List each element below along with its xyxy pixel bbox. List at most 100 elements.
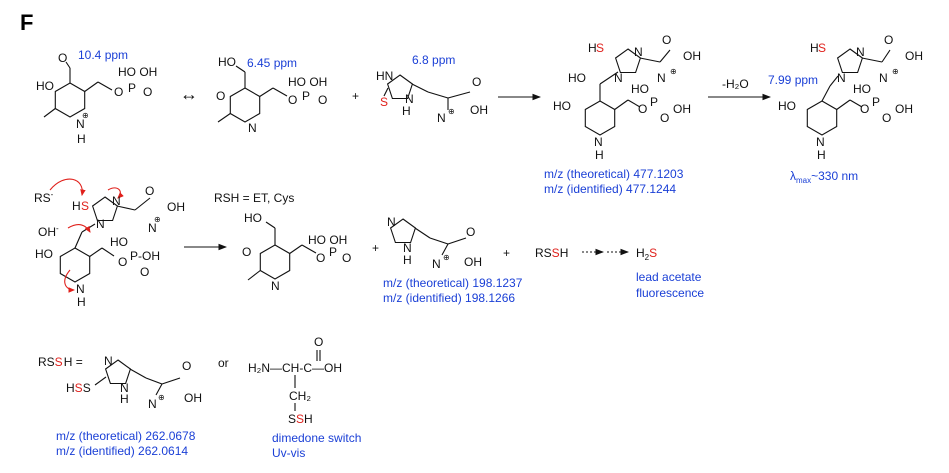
atom-label: N (148, 221, 157, 235)
sulfur-label: S (596, 41, 604, 55)
atom-label: O (288, 93, 297, 107)
charge-label: ⊕ (154, 215, 161, 224)
imine-structure: H S N O OH 7.99 ppm N N ⊕ HO HO O P OH O… (768, 33, 923, 185)
atom-label: H (817, 148, 826, 162)
plp-enol-ppm: 6.45 ppm (247, 56, 297, 70)
resonance-arrow: ↔ (180, 84, 198, 104)
atom-label: N (148, 397, 157, 411)
atom-label: HO (36, 79, 54, 93)
atom-label: N (96, 217, 105, 231)
atom-label: N (248, 121, 257, 135)
atom-label: HO (110, 235, 128, 249)
atom-label: P (128, 81, 136, 95)
pl-enol-product: HO O N HO OH O P O (242, 211, 351, 293)
atom-label: N (634, 45, 643, 59)
atom-label: H (120, 392, 129, 406)
atom-label: P (329, 245, 337, 259)
atom-label: -OH (138, 249, 160, 263)
ergothioneine-structure: HN 6.8 ppm S N H N ⊕ O OH (376, 53, 488, 125)
atom-label: OH (167, 200, 185, 214)
atom-label: HO (568, 71, 586, 85)
atom-label: HO (631, 82, 649, 96)
atom-label: N (816, 135, 825, 149)
atom-label: N (76, 282, 85, 296)
panel-label: F (20, 10, 33, 35)
atom-label: OH (905, 49, 923, 63)
atom-label: P (130, 249, 138, 263)
adduct-structure: H S N O OH HO N N ⊕ HO HO O P OH O N H m… (544, 33, 701, 196)
atom-label: O (140, 265, 149, 279)
atom-label: O (466, 225, 475, 239)
atom-label: OH (184, 391, 202, 405)
uv-vis-label: Uv-vis (272, 446, 305, 460)
hercynine-mz-theoretical: m/z (theoretical) 198.1237 (383, 276, 523, 290)
atom-label: HSS (66, 381, 91, 395)
atom-label: N (112, 194, 121, 208)
atom-label: P (872, 95, 880, 109)
atom-label: HO (35, 247, 53, 261)
atom-label: O (143, 85, 152, 99)
atom-label: N (432, 257, 441, 271)
plus-sign: + (352, 89, 359, 103)
rssh-definition-label: RSSH = (38, 355, 83, 369)
persulfide-mz-identified: m/z (identified) 262.0614 (56, 444, 188, 458)
adduct-mz-identified: m/z (identified) 477.1244 (544, 182, 676, 196)
atom-label: HN (376, 69, 393, 83)
atom-label: O (882, 111, 891, 125)
atom-label: OH (464, 255, 482, 269)
atom-label: SSH (288, 412, 313, 426)
atom-label: OH (895, 102, 913, 116)
atom-label: N (104, 354, 113, 368)
atom-label: N (120, 381, 129, 395)
h2s-label: H2S (636, 246, 657, 262)
atom-label: N (657, 71, 666, 85)
charge-label: ⊕ (82, 111, 89, 120)
atom-label: OH (683, 49, 701, 63)
atom-label: N (271, 279, 280, 293)
sulfur-label: S (380, 95, 388, 109)
atom-label: N (837, 71, 846, 85)
atom-label: N (387, 215, 396, 229)
atom-label: O (242, 245, 251, 259)
cysteine-persulfide-structure: H₂N—CH-C—OH O CH₂ SSH dimedone switch Uv… (248, 335, 361, 460)
atom-label: HO OH (118, 65, 157, 79)
hercynine-mz-identified: m/z (identified) 198.1266 (383, 291, 515, 305)
atom-label: O (114, 85, 123, 99)
atom-label: O (145, 184, 154, 198)
atom-label: H (595, 148, 604, 162)
atom-label: OH (673, 102, 691, 116)
detection-fluorescence: fluorescence (636, 286, 704, 300)
atom-label: HO OH (288, 75, 327, 89)
atom-label: HO (853, 82, 871, 96)
imine-lambda-max: λmax~330 nm (790, 169, 858, 185)
atom-label: OH- (38, 224, 59, 239)
plus-sign: + (503, 246, 510, 260)
atom-label: P (302, 89, 310, 103)
dehydration-label: -H₂O (722, 77, 749, 91)
atom-label: H₂N—CH-C—OH (248, 361, 342, 375)
sulfur-label: S (81, 199, 89, 213)
rssh-label: RSSH (535, 246, 568, 260)
atom-label: N (879, 71, 888, 85)
atom-label: HO (553, 99, 571, 113)
mechanism-structure: RS- H S OH- N N O OH N ⊕ HO HO O P -OH O… (34, 178, 185, 309)
persulfide-mz-theoretical: m/z (theoretical) 262.0678 (56, 429, 196, 443)
plp-structure: O 10.4 ppm HO HO OH O P O N ⊕ H (36, 48, 157, 146)
atom-label: N (76, 117, 85, 131)
or-label: or (218, 356, 229, 370)
hercynine-structure: N N H N ⊕ O OH m/z (theoretical) 198.123… (383, 215, 523, 305)
charge-label: ⊕ (448, 107, 455, 116)
atom-label: N (614, 71, 623, 85)
atom-label: HO OH (308, 233, 347, 247)
imine-ppm: 7.99 ppm (768, 73, 818, 87)
detection-lead-acetate: lead acetate (636, 270, 702, 284)
atom-label: O (638, 102, 647, 116)
atom-label: O (662, 33, 671, 47)
atom-label: HO (218, 55, 236, 69)
atom-label: O (58, 51, 67, 65)
atom-label: O (216, 89, 225, 103)
ergothioneine-ppm: 6.8 ppm (412, 53, 455, 67)
atom-label: O (342, 251, 351, 265)
atom-label: N (437, 111, 446, 125)
plp-enol-structure: HO 6.45 ppm O N HO OH O P O (216, 55, 327, 135)
